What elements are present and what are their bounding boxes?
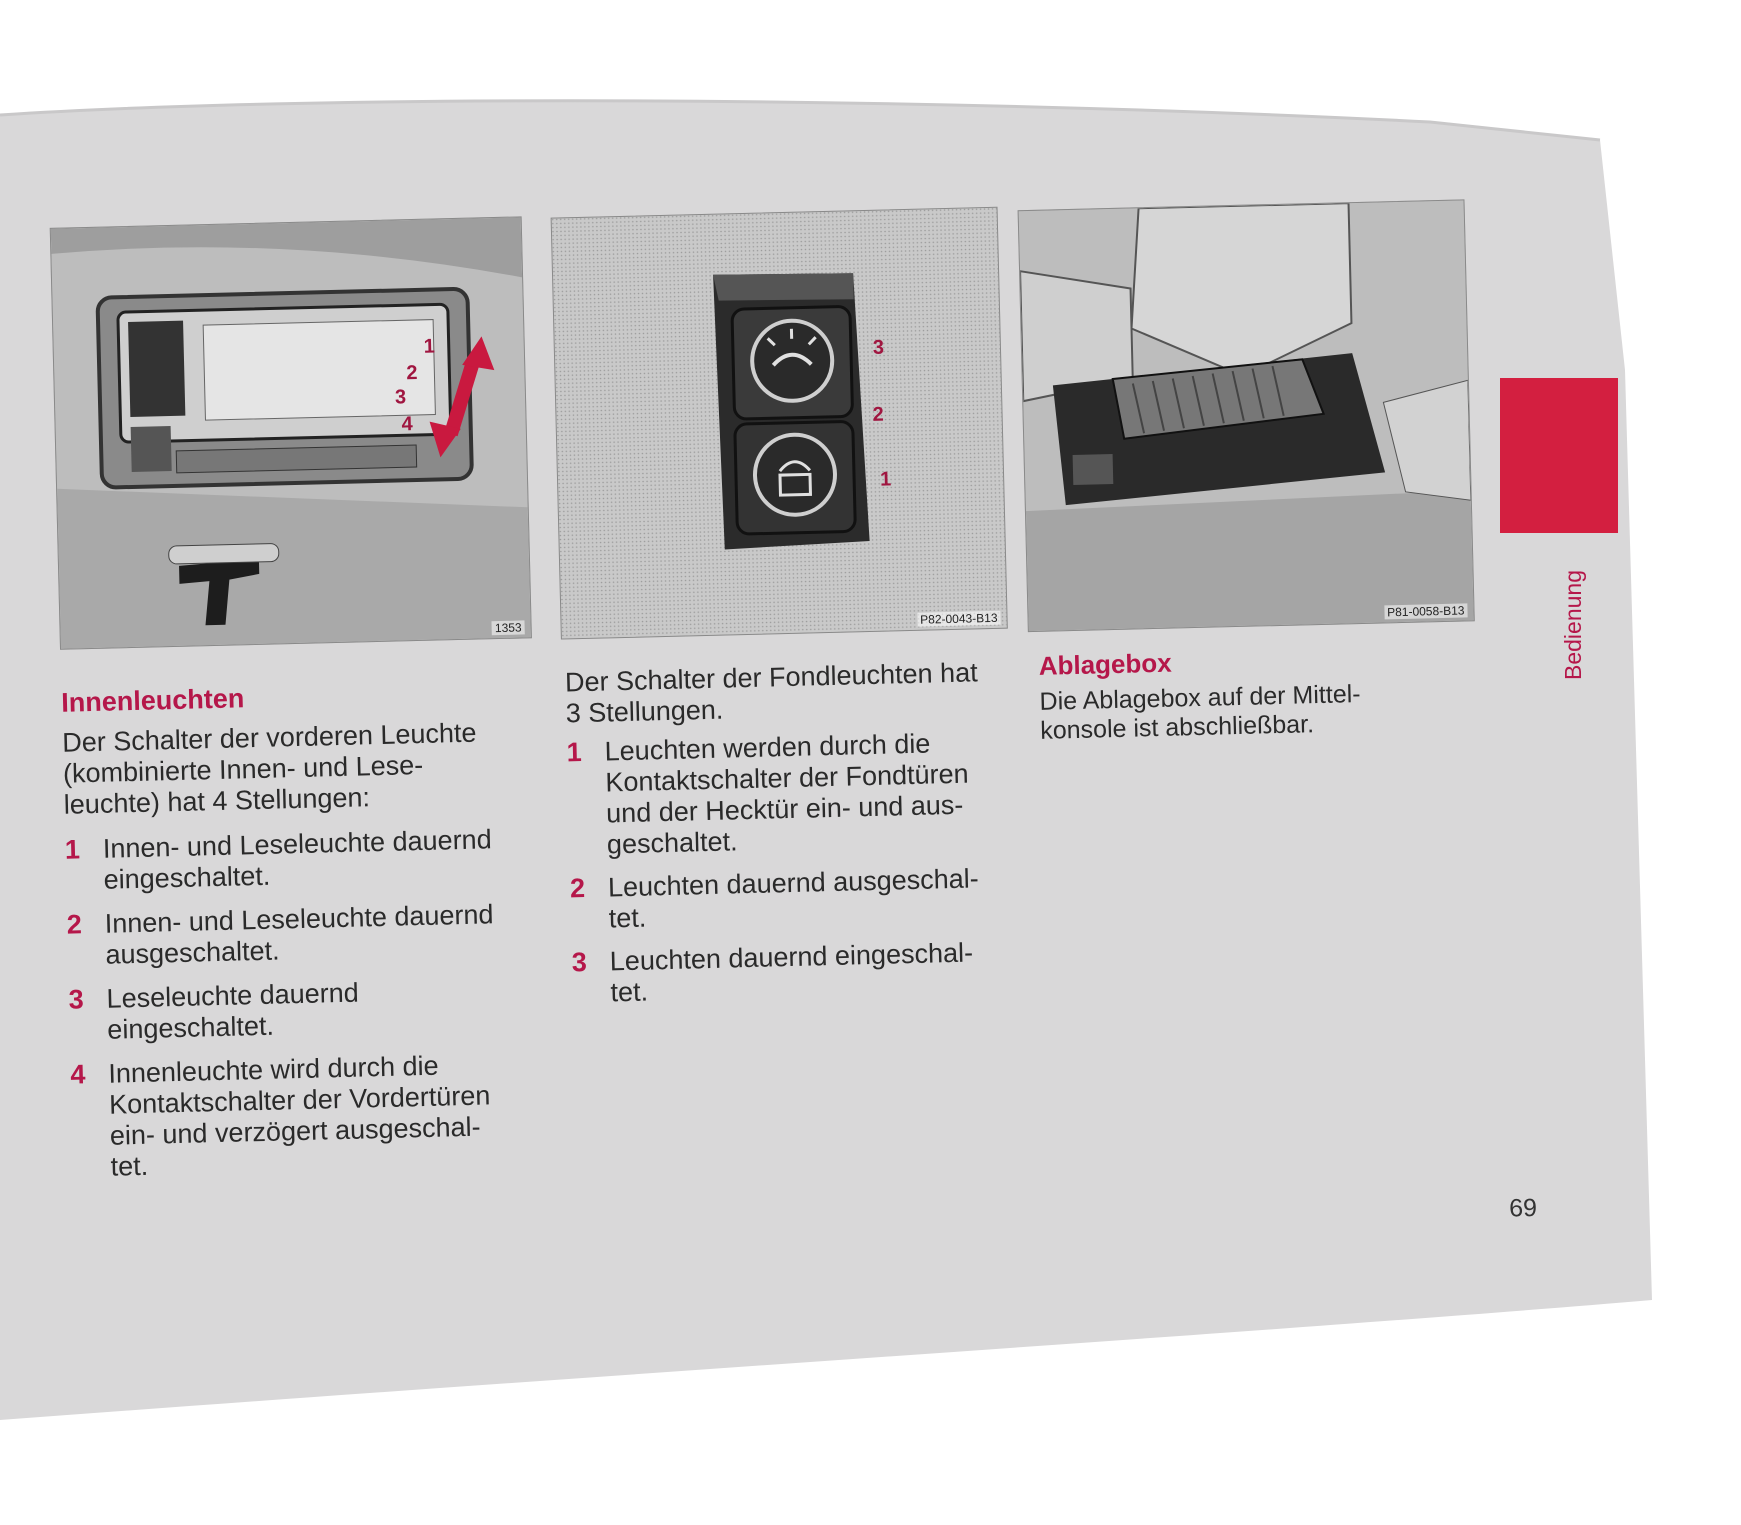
callout-2: 2 xyxy=(406,362,418,385)
heading-ablagebox: Ablagebox xyxy=(1038,648,1172,682)
text-line: Leseleuchte dauernd xyxy=(106,978,359,1015)
intro-left: Der Schalter der vorderen Leuchte (kombi… xyxy=(62,716,544,821)
item-number: 3 xyxy=(571,947,587,978)
heading-innenleuchten: Innenleuchten xyxy=(61,683,245,718)
list-item: 3 Leseleuchte dauernd eingeschaltet. xyxy=(68,972,588,985)
callout-3: 3 xyxy=(395,386,407,409)
item-number: 4 xyxy=(70,1059,86,1090)
list-item: 1 Innen- und Leseleuchte dauernd eingesc… xyxy=(65,822,585,835)
list-item: 2 Innen- und Leseleuchte dauernd ausgesc… xyxy=(66,897,586,910)
figure-code: P81-0058-B13 xyxy=(1384,603,1468,619)
list-item: 1 Leuchten werden durch die Kontaktschal… xyxy=(566,726,1026,737)
list-item: 4 Innenleuchte wird durch die Kontaktsch… xyxy=(70,1047,590,1060)
intro-middle: Der Schalter der Fondleuchten hat 3 Stel… xyxy=(565,656,1026,729)
callout-1: 1 xyxy=(423,336,435,359)
figure-storage-box: P81-0058-B13 xyxy=(1018,199,1475,632)
item-number: 3 xyxy=(68,984,84,1015)
item-number: 2 xyxy=(570,873,586,904)
item-text: Innen- und Leseleuchte dauernd ausgescha… xyxy=(104,899,494,970)
item-number: 1 xyxy=(65,834,81,865)
front-light-illustration xyxy=(51,217,531,648)
rear-switch-illustration xyxy=(552,208,1007,639)
callout-1: 1 xyxy=(880,468,892,491)
figure-front-light: 1 2 3 4 1353 xyxy=(50,216,532,649)
list-item: 2 Leuchten dauernd ausgeschal- tet. xyxy=(570,862,1030,873)
item-number: 2 xyxy=(66,909,82,940)
item-text: Innenleuchte wird durch die Kontaktschal… xyxy=(108,1049,492,1182)
text-line: eingeschaltet. xyxy=(107,1009,360,1046)
item-text: Leuchten dauernd ausgeschal- tet. xyxy=(608,863,980,934)
figure-rear-switch: 3 2 1 P82-0043-B13 xyxy=(551,207,1008,640)
intro-right: Die Ablagebox auf der Mittel- konsole is… xyxy=(1039,678,1460,746)
item-text: Leseleuchte dauernd eingeschaltet. xyxy=(106,978,360,1046)
section-tab-label: Bedienung xyxy=(1560,570,1587,680)
list-item: 3 Leuchten dauernd eingeschal- tet. xyxy=(571,936,1031,947)
callout-3: 3 xyxy=(873,337,885,360)
callout-2: 2 xyxy=(872,404,884,427)
figure-code: 1353 xyxy=(492,620,525,635)
item-number: 1 xyxy=(566,737,582,768)
item-text: Leuchten werden durch die Kontaktschalte… xyxy=(604,728,970,861)
storage-box-illustration xyxy=(1019,200,1474,631)
section-tab xyxy=(1500,378,1618,533)
page-number: 69 xyxy=(1509,1194,1538,1224)
item-text: Innen- und Leseleuchte dauernd eingescha… xyxy=(103,824,493,895)
figure-code: P82-0043-B13 xyxy=(917,611,1001,627)
item-text: Leuchten dauernd eingeschal- tet. xyxy=(609,938,974,1009)
callout-4: 4 xyxy=(401,413,413,436)
